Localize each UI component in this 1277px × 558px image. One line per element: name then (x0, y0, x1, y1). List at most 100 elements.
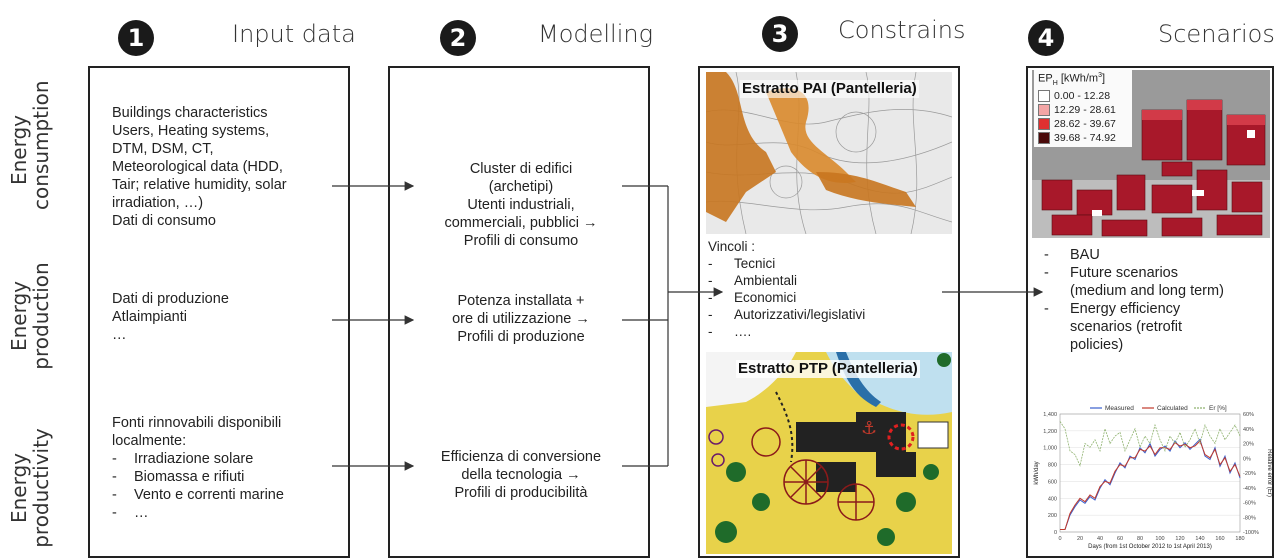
pai-map-title: Estratto PAI (Pantelleria) (740, 80, 919, 98)
chart-y2tick-label: 60% (1243, 412, 1254, 418)
legend-title-unit: [kWh/m (1060, 72, 1099, 85)
legend-label: 39.68 - 74.92 (1054, 131, 1116, 144)
chart-ytick-label: 200 (1048, 513, 1057, 519)
chart-xtick-label: 120 (1175, 536, 1184, 542)
scenario-item: policies) (1044, 336, 1270, 354)
chart-y2tick-label: -60% (1243, 501, 1256, 507)
scenario-item-label: Future scenarios (1070, 265, 1178, 281)
chart-y2tick-label: 20% (1243, 442, 1254, 448)
chart-y2tick-label: -40% (1243, 486, 1256, 492)
legend-row: 0.00 - 12.28 (1038, 89, 1128, 103)
bullet-dash: - (708, 290, 713, 305)
step-2-title: Modelling (538, 20, 654, 48)
chart-xtick-label: 0 (1058, 536, 1061, 542)
bullet-dash: - (708, 307, 713, 322)
chart-y2tick-label: -100% (1243, 530, 1259, 536)
vincoli-item: - Ambientali (708, 272, 948, 289)
modelling-line: Cluster di edifici (469, 161, 573, 177)
input-production-line: Dati di produzione (112, 291, 229, 307)
input-productivity-item: -Vento e correnti marine (112, 486, 342, 504)
step-2-badge: 2 (440, 20, 476, 56)
legend-swatch (1038, 131, 1050, 144)
chart-y2tick-label: -20% (1243, 471, 1256, 477)
chart-ytick-label: 0 (1054, 530, 1057, 536)
scenario-item-label: Energy efficiency (1070, 301, 1181, 317)
input-consumption-line: Meteorological data (HDD, (112, 159, 283, 175)
chart-series-line-2 (1060, 440, 1241, 530)
legend-swatch (1038, 89, 1050, 102)
chart-xtick-label: 80 (1137, 536, 1143, 542)
vincoli-item-label: Economici (734, 290, 797, 305)
modelling-line: ore di utilizzazione → (452, 311, 590, 327)
chart-legend-label: Measured (1105, 405, 1134, 412)
input-production-line: … (112, 327, 127, 343)
chart-ytick-label: 1,400 (1043, 412, 1057, 418)
input-consumption-line: Dati di consumo (112, 213, 216, 229)
input-productivity-item: -Irradiazione solare (112, 450, 342, 468)
bullet-dash: - (1044, 265, 1049, 281)
modelling-line: della tecnologia → (461, 467, 581, 483)
bullet-dash: - (1044, 247, 1049, 263)
input-production-line: Atlaimpianti (112, 309, 187, 325)
pai-map-svg (706, 72, 952, 234)
scenario-item-label: policies) (1070, 337, 1124, 353)
bullet-dash: - (112, 451, 117, 467)
chart-ytick-label: 800 (1048, 463, 1057, 469)
step-3-badge: 3 (762, 16, 798, 52)
modelling-consumption-text: Cluster di edifici (archetipi) Utenti in… (414, 160, 628, 250)
chart-ytick-label: 600 (1048, 479, 1057, 485)
modelling-line: commerciali, pubblici → (444, 215, 598, 231)
city-energy-image (1032, 70, 1270, 238)
input-consumption-line: irradiation, …) (112, 195, 204, 211)
chart-ytick-label: 1,200 (1043, 429, 1057, 435)
chart-y2tick-label: -80% (1243, 515, 1256, 521)
input-productivity-item-label: Biomassa e rifiuti (134, 469, 245, 485)
scenario-item: - Future scenarios (1044, 264, 1270, 282)
bullet-dash: - (112, 469, 117, 485)
legend-title-sup: 3 (1098, 72, 1102, 79)
modelling-productivity-text: Efficienza di conversione della tecnolog… (414, 448, 628, 502)
step-4-badge: 4 (1028, 20, 1064, 56)
legend-row: 39.68 - 74.92 (1038, 131, 1128, 145)
legend-title-sub: H (1052, 79, 1058, 87)
chart-xtick-label: 100 (1155, 536, 1164, 542)
legend-title-main: EP (1038, 72, 1053, 85)
scenarios-list: -BAU -Future scenarios (medium and long … (1044, 246, 1270, 354)
step-3-title: Constrains (838, 16, 966, 44)
step-1-badge: 1 (118, 20, 154, 56)
vincoli-item-label: Ambientali (734, 273, 798, 288)
chart-series-line-3 (1059, 421, 1241, 467)
bullet-dash: - (112, 505, 117, 521)
energy-chart: 02004006008001,0001,2001,400-100%-80%-60… (1030, 400, 1272, 552)
vincoli-item-label: Autorizzativi/legislativi (734, 307, 866, 322)
legend-title-close: ] (1102, 72, 1106, 85)
input-consumption-line: Users, Heating systems, (112, 123, 270, 139)
chart-y2tick-label: 0% (1243, 456, 1251, 462)
vincoli-item: - Autorizzativi/legislativi (708, 306, 948, 323)
chart-xtick-label: 140 (1195, 536, 1204, 542)
vincoli-item: - Economici (708, 289, 948, 306)
input-productivity-item-label: … (134, 505, 149, 521)
chart-y2tick-label: 40% (1243, 427, 1254, 433)
input-productivity-text: Fonti rinnovabili disponibili localmente… (112, 414, 342, 522)
step-1-title: Input data (232, 20, 356, 48)
chart-ylabel: kWh/day (1034, 461, 1040, 484)
bullet-dash: - (708, 273, 713, 288)
modelling-line: Efficienza di conversione (440, 449, 602, 465)
vincoli-item: -Tecnici (708, 255, 948, 272)
input-productivity-line: Fonti rinnovabili disponibili (112, 415, 282, 431)
input-consumption-line: DTM, DSM, CT, (112, 141, 214, 157)
input-consumption-line: Tair; relative humidity, solar (112, 177, 287, 193)
svg-text:⚓: ⚓ (861, 418, 877, 439)
input-production-text: Dati di produzione Atlaimpianti … (112, 290, 342, 344)
legend-label: 28.62 - 39.67 (1054, 117, 1116, 130)
chart-series-line-1 (1060, 438, 1241, 530)
chart-ytick-label: 400 (1048, 496, 1057, 502)
bullet-dash: - (708, 324, 713, 339)
chart-ytick-label: 1,000 (1043, 446, 1057, 452)
step-4-title: Scenarios (1158, 20, 1275, 48)
legend-row: 12.29 - 28.61 (1038, 103, 1128, 117)
vincoli-item-label: …. (734, 324, 752, 339)
chart-xlabel: Days (from 1st October 2012 to 1st April… (1088, 544, 1212, 550)
chart-xtick-label: 40 (1097, 536, 1103, 542)
